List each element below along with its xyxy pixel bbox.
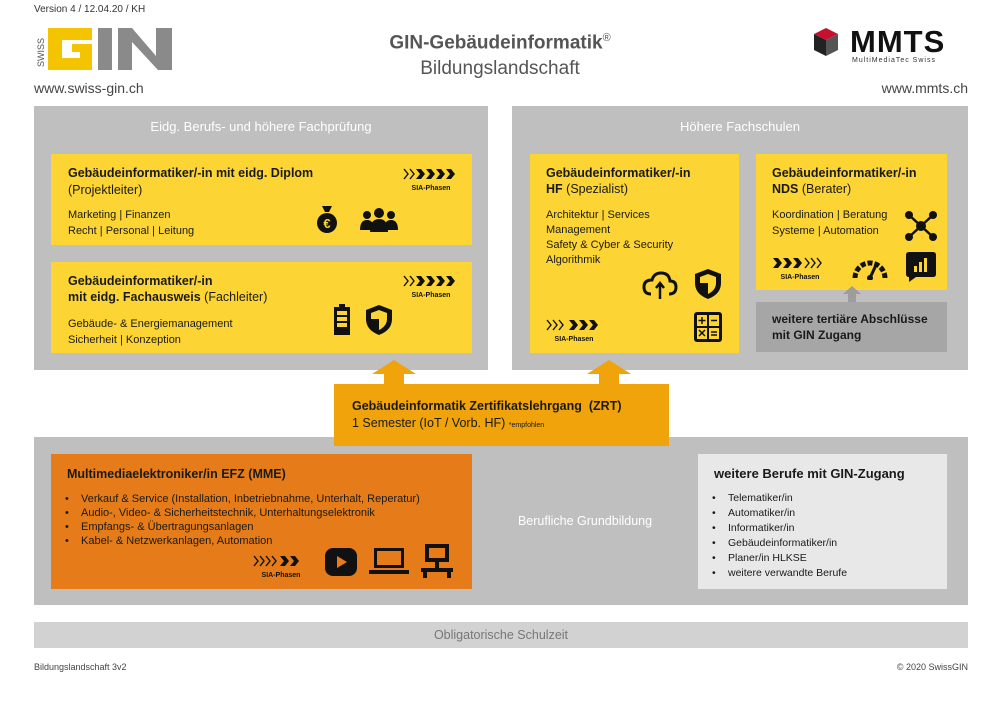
card-hf-line2: Management [546,224,611,236]
zrt-line2: 1 Semester (IoT / Vorb. HF) *empfohlen [352,416,545,430]
card-diplom: Gebäudeinformatiker/-in mit eidg. Diplom… [51,154,472,245]
swiss-gin-logo: SWISS [32,22,176,72]
zrt-overlap [334,437,669,446]
card-hf-title1: Gebäudeinformatiker/-in [546,166,691,180]
svg-text:SWISS: SWISS [36,38,46,67]
url-mmts[interactable]: www.mmts.ch [881,80,968,96]
mmts-logo: MMTS MultiMediaTec Swiss [806,24,976,68]
play-icon [325,548,357,581]
sia-phases-indicator: SIA-Phasen [403,274,459,299]
list-item: Gebäudeinformatiker/in [710,536,847,551]
list-item: Automatiker/in [710,506,847,521]
grundbildung-label: Berufliche Grundbildung [517,514,653,528]
card-other-professions: weitere Berufe mit GIN-Zugang Telematike… [698,454,947,589]
card-hf: Gebäudeinformatiker/-in HF (Spezialist) … [530,154,739,353]
card-hf-line3: Safety & Cyber & Security [546,239,674,251]
list-item: Informatiker/in [710,521,847,536]
card-diplom-line1: Marketing | Finanzen [68,209,171,221]
page-title: GIN-Gebäudeinformatik® [389,32,611,54]
other-list: Telematiker/in Automatiker/in Informatik… [710,491,847,581]
url-swiss-gin[interactable]: www.swiss-gin.ch [34,80,144,96]
card-fachausweis-title2: mit eidg. Fachausweis (Fachleiter) [68,290,268,304]
sia-phases-indicator: SIA-Phasen [403,167,459,192]
page-subtitle: Bildungslandschaft [420,58,580,79]
card-tertiary: weitere tertiäre Abschlüsse mit GIN Zuga… [756,302,947,352]
cloud-sync-icon [642,270,678,307]
sia-phases-indicator: SIA-Phasen [772,256,828,281]
arrow-up-right [587,360,631,391]
panel-heading-right: Höhere Fachschulen [680,119,800,134]
card-diplom-line2: Recht | Personal | Leitung [68,225,195,237]
team-icon [359,208,399,239]
card-zrt: Gebäudeinformatik Zertifikatslehrgang (Z… [334,384,669,446]
shield-icon [365,304,393,341]
card-nds-line1: Koordination | Beratung [772,209,888,221]
arrow-up-small [843,286,861,307]
list-item: Verkauf & Service (Installation, Inbetri… [63,492,420,506]
mmts-logo-sub: MultiMediaTec Swiss [852,57,936,64]
footer-copyright: © 2020 SwissGIN [896,662,968,672]
mmts-logo-text: MMTS [850,24,946,59]
sia-phases-indicator: SIA-Phasen [253,554,309,579]
sia-label: SIA-Phasen [411,292,451,299]
card-fachausweis-title1: Gebäudeinformatiker/-in [68,274,213,288]
version-label: Version 4 / 12.04.20 / KH [34,4,146,15]
sia-label: SIA-Phasen [411,185,451,192]
list-item: Telematiker/in [710,491,847,506]
arrow-up-left [372,360,416,391]
footer-left: Bildungslandschaft 3v2 [34,662,127,672]
tertiary-line1: weitere tertiäre Abschlüsse [772,312,928,326]
zrt-title: Gebäudeinformatik Zertifikatslehrgang (Z… [352,399,622,413]
list-item: Kabel- & Netzwerkanlagen, Automation [63,534,420,548]
money-bag-icon: € [313,204,341,239]
calculator-icon [694,312,722,347]
card-fachausweis-line2: Sicherheit | Konzeption [68,334,181,346]
other-title: weitere Berufe mit GIN-Zugang [714,466,905,481]
laptop-icon [369,548,409,581]
tertiary-line2: mit GIN Zugang [772,328,862,342]
card-nds-title1: Gebäudeinformatiker/-in [772,166,917,180]
sia-label: SIA-Phasen [554,336,594,343]
network-icon [904,210,938,247]
card-diplom-title: Gebäudeinformatiker/-in mit eidg. Diplom [68,166,314,180]
sia-label: SIA-Phasen [780,274,820,281]
svg-text:€: € [323,216,330,231]
panel-heading-left: Eidg. Berufs- und höhere Fachprüfung [150,119,372,134]
card-hf-line1: Architektur | Services [546,209,650,221]
card-hf-line4: Algorithmik [546,254,601,266]
card-fachausweis-line1: Gebäude- & Energiemanagement [68,318,233,330]
card-fachausweis: Gebäudeinformatiker/-in mit eidg. Fachau… [51,262,472,353]
list-item: Audio-, Video- & Sicherheitstechnik, Unt… [63,506,420,520]
shield-icon [694,268,722,305]
card-mme: Multimediaelektroniker/in EFZ (MME) Verk… [51,454,472,589]
card-nds: Gebäudeinformatiker/-in NDS (Berater) Ko… [756,154,947,290]
list-item: Planer/in HLKSE [710,551,847,566]
card-nds-title2: NDS (Berater) [772,182,852,196]
list-item: Empfangs- & Übertragungsanlagen [63,520,420,534]
card-nds-line2: Systeme | Automation [772,225,879,237]
sia-phases-indicator: SIA-Phasen [546,318,602,343]
gauge-icon [852,256,888,285]
card-diplom-role: (Projektleiter) [68,183,143,197]
network-switch-icon [421,544,453,583]
mme-list: Verkauf & Service (Installation, Inbetri… [63,492,420,548]
list-item: weitere verwandte Berufe [710,566,847,581]
battery-icon [333,304,351,341]
mme-title: Multimediaelektroniker/in EFZ (MME) [67,467,286,481]
sia-label: SIA-Phasen [261,572,301,579]
card-hf-title2: HF (Spezialist) [546,182,628,196]
chart-icon [906,252,936,287]
schulzeit-bar: Obligatorische Schulzeit [34,622,968,648]
